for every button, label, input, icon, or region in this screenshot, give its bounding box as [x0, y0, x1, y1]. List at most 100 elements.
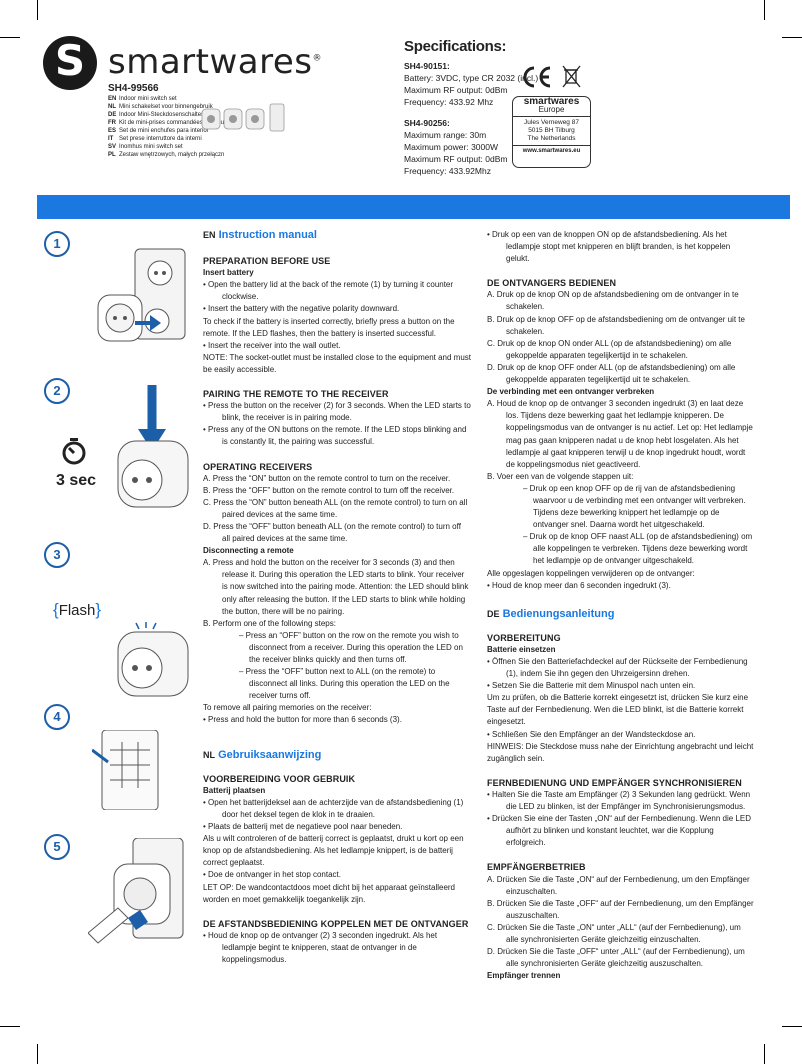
subsection-heading: Empfänger trennen [487, 971, 561, 981]
paragraph: • Houd de knop meer dan 6 seconden inged… [487, 580, 671, 590]
paragraph: B. Druk op de knop OFF op de afstandsbed… [487, 314, 745, 336]
paragraph: C. Drücken Sie die Taste „ON“ unter „ALL… [487, 922, 741, 944]
crop-mark [37, 1044, 38, 1064]
timer-icon [62, 438, 86, 465]
subsection-heading: Batterie einsetzen [487, 644, 556, 654]
press-button-illustration [117, 385, 189, 508]
section-title: Instruction manual [218, 229, 317, 241]
spec-line: Frequency: 433.92 Mhz [404, 97, 494, 107]
paragraph: • Insert the receiver into the wall outl… [203, 340, 341, 350]
paragraph: A. Press the “ON” button on the remote c… [203, 473, 451, 483]
paragraph: A. Press and hold the button on the rece… [203, 558, 469, 616]
paragraph: D. Drücken Sie die Taste „OFF“ unter „AL… [487, 947, 745, 969]
paragraph: • Houd de knop op de ontvanger (2) 3 sec… [203, 930, 438, 964]
paragraph: Alle opgeslagen koppelingen verwijderen … [487, 568, 695, 578]
paragraph: A. Drücken Sie die Taste „ON“ auf der Fe… [487, 874, 750, 896]
paragraph: • Press and hold the button for more tha… [203, 715, 402, 725]
paragraph: • Setzen Sie die Batterie mit dem Minusp… [487, 681, 696, 691]
paragraph: D. Druk op de knop OFF onder ALL (op de … [487, 362, 736, 385]
spec-line: Maximum range: 30m [404, 130, 487, 140]
product-thumbnail [201, 103, 285, 132]
spec-model: SH4-90256: [404, 118, 450, 128]
brand-name: smartwares® [108, 42, 322, 82]
crop-mark [764, 1044, 765, 1064]
spec-model: SH4-90151: [404, 61, 450, 71]
paragraph: NOTE: The socket-outlet must be installe… [203, 352, 471, 374]
paragraph: – Druk op de knop OFF naast ALL (op de a… [523, 532, 753, 566]
section-heading: VORBEREITUNG [487, 632, 561, 643]
paragraph: • Press any of the ON buttons on the rem… [203, 425, 467, 447]
section-heading: PAIRING THE REMOTE TO THE RECEIVER [203, 389, 389, 400]
brand-logo: S [43, 36, 97, 90]
crop-mark [782, 37, 802, 38]
section-heading: EMPFÄNGERBETRIEB [487, 862, 586, 873]
subsection-heading: Insert battery [203, 268, 254, 278]
paragraph: • Öffnen Sie den Batteriefachdeckel auf … [487, 657, 748, 679]
section-heading: VOORBEREIDING VOOR GEBRUIK [203, 773, 356, 784]
paragraph: C. Press the “ON” button beneath ALL (on… [203, 497, 468, 519]
paragraph: • Open het batterijdeksel aan de achterz… [203, 797, 464, 819]
paragraph: A. Houd de knop op de ontvanger 3 second… [487, 399, 753, 469]
paragraph: C. Druk op de knop ON onder ALL (op de a… [487, 338, 732, 360]
plug-in-illustration [88, 838, 184, 944]
europe-label: smartwares Europe Jules Verneweg 87 5015… [512, 96, 591, 168]
crop-mark [37, 0, 38, 20]
spec-title: Specifications: [404, 38, 507, 55]
paragraph: • Schließen Sie den Empfänger an der Wan… [487, 729, 696, 739]
column-left: EN Instruction manual PREPARATION BEFORE… [203, 229, 471, 966]
section-title: Gebruiksaanwijzing [218, 748, 322, 761]
section-heading: DE AFSTANDSBEDIENING KOPPELEN MET DE ONT… [203, 918, 469, 929]
spec-line: Maximum RF output: 0dBm [404, 154, 508, 164]
paragraph: • Press the button on the receiver (2) f… [203, 401, 471, 423]
lang-code: EN [203, 230, 216, 240]
spec-line: Maximum RF output: 0dBm [404, 85, 508, 95]
paragraph: Um zu prüfen, ob die Batterie korrekt ei… [487, 693, 749, 727]
section-title: Bedienungsanleitung [502, 607, 615, 620]
paragraph: – Press an “OFF” button on the row on th… [239, 630, 463, 664]
paragraph: B. Perform one of the following steps: [203, 618, 336, 628]
insert-receiver-illustration [97, 248, 186, 342]
paragraph: Als u wilt controleren of de batterij co… [203, 834, 464, 868]
paragraph: HINWEIS: Die Steckdose muss nahe der Ein… [487, 741, 754, 763]
paragraph: • Insert the battery with the negative p… [203, 304, 400, 314]
header-accent-bar [37, 195, 790, 219]
lang-code: DE [487, 608, 500, 619]
paragraph: To remove all pairing memories on the re… [203, 703, 372, 713]
led-flash-illustration [117, 622, 189, 697]
crop-mark [0, 37, 20, 38]
paragraph: • Druk op een van de knoppen ON op de af… [487, 230, 731, 264]
paragraph: B. Press the “OFF” button on the remote … [203, 485, 455, 495]
paragraph: – Druk op een knop OFF op de rij van de … [523, 483, 746, 530]
step-number: 5 [44, 834, 70, 860]
product-model: SH4-99566 [108, 83, 159, 94]
paragraph: B. Voer een van de volgende stappen uit: [487, 471, 634, 481]
crop-mark [0, 1026, 20, 1027]
paragraph: To check if the battery is inserted corr… [203, 316, 455, 338]
column-right: • Druk op een van de knoppen ON op de af… [487, 229, 755, 982]
spec-line: Maximum power: 3000W [404, 142, 499, 152]
paragraph: • Drücken Sie eine der Tasten „ON“ auf d… [487, 814, 751, 848]
spec-line: Battery: 3VDC, type CR 2032 (incl.) [404, 73, 539, 83]
paragraph: • Halten Sie die Taste am Empfänger (2) … [487, 789, 751, 812]
step-number: 2 [44, 378, 70, 404]
subsection-heading: De verbinding met een ontvanger verbreke… [487, 387, 655, 397]
paragraph: – Press the “OFF” button next to ALL (on… [239, 667, 450, 701]
specifications: Specifications: SH4-90151: Battery: 3VDC… [404, 38, 538, 177]
crop-mark [782, 1026, 802, 1027]
step-number: 4 [44, 704, 70, 730]
subsection-heading: Disconnecting a remote [203, 546, 294, 556]
paragraph: B. Drücken Sie die Taste „OFF“ auf der F… [487, 898, 754, 920]
section-heading: OPERATING RECEIVERS [203, 461, 313, 472]
section-heading: DE ONTVANGERS BEDIENEN [487, 278, 617, 289]
paragraph: • Open the battery lid at the back of th… [203, 280, 454, 302]
paragraph: A. Druk op de knop ON op de afstandsbedi… [487, 290, 739, 312]
crop-mark [764, 0, 765, 20]
section-heading: FERNBEDIENUNG UND EMPFÄNGER SYNCHRONISIE… [487, 777, 742, 788]
paragraph: • Plaats de batterij met de negatieve po… [203, 822, 403, 832]
spec-line: Frequency: 433.92Mhz [404, 166, 491, 176]
remote-illustration [92, 730, 159, 810]
paragraph: LET OP: De wandcontactdoos moet dicht bi… [203, 882, 456, 904]
paragraph: D. Press the “OFF” button beneath ALL (o… [203, 521, 461, 544]
flash-label: {Flash} [53, 600, 102, 619]
